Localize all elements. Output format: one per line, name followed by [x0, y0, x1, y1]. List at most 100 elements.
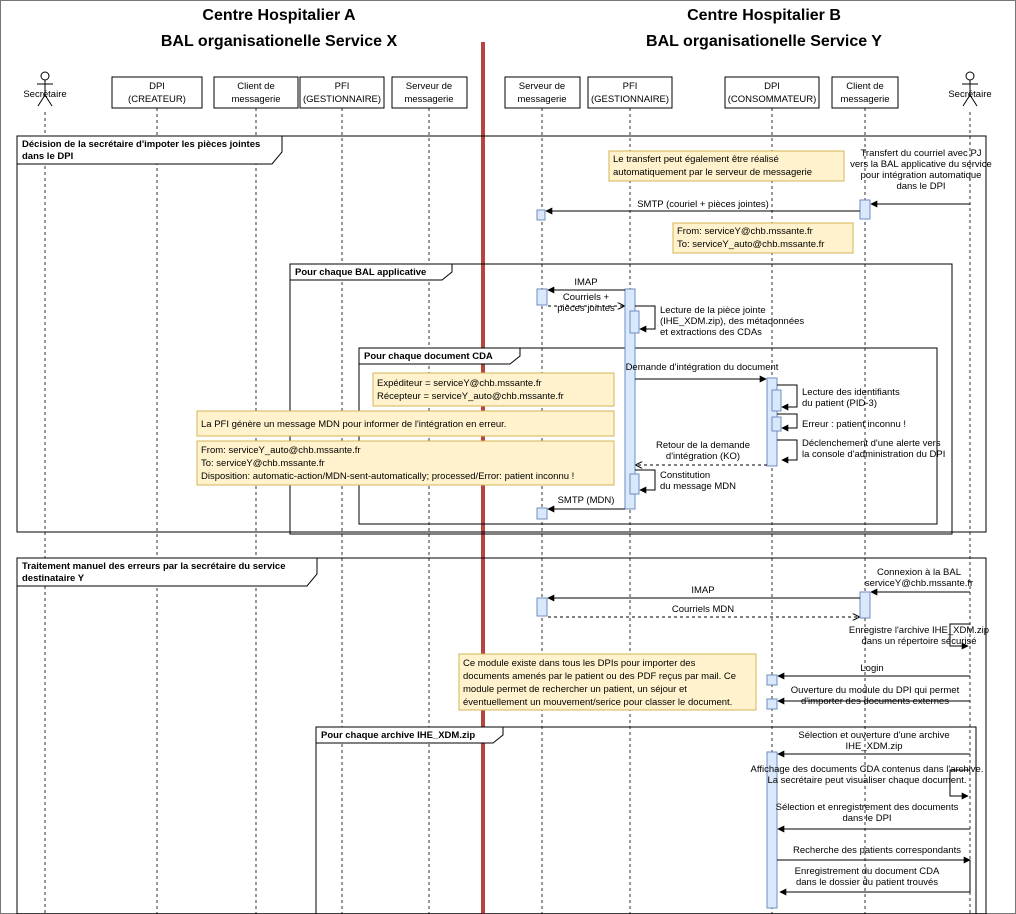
message-demande-label: Demande d'intégration du document — [626, 362, 779, 373]
message-courriels-mdn-label: Courriels MDN — [672, 604, 734, 615]
frames — [16, 135, 987, 914]
participant-client-messagerie-a: Client de messagerie — [213, 76, 299, 109]
participant-label: PFI — [623, 81, 638, 92]
self-message-arrow — [949, 623, 970, 650]
message-lecture-label: Lecture de la pièce jointe — [660, 305, 766, 316]
title-b-line2: BAL organisationelle Service Y — [646, 33, 882, 50]
frame-decision — [16, 135, 987, 533]
self-message-arrow — [635, 469, 656, 494]
frame-traitement-label: Traitement manuel des erreurs par la sec… — [22, 561, 286, 572]
participant-pfi-a: PFI (GESTIONNAIRE) — [299, 76, 385, 109]
self-message-arrow — [777, 384, 798, 411]
frame-decision-label: Décision de la secrétaire d'impoter les … — [22, 139, 260, 150]
message-recherche-label: Recherche des patients correspondants — [793, 845, 961, 856]
frame-cda-label: Pour chaque document CDA — [364, 351, 493, 362]
message-imap-label: IMAP — [574, 277, 597, 288]
stickman-icon — [37, 71, 53, 107]
message-imap-label: IMAP — [691, 585, 714, 596]
message-lecture-id-label: Lecture des identifiants — [802, 387, 900, 398]
message-enregistrement-cda-label: Enregistrement du document CDA — [795, 866, 940, 877]
self-message-arrow — [635, 305, 656, 333]
note-module: Ce module existe dans tous les DPIs pour… — [458, 653, 757, 711]
note-mdn: La PFI génère un message MDN pour inform… — [196, 410, 615, 437]
note-text: From: serviceY@chb.mssante.fr — [677, 226, 813, 237]
message-enregistre-label: dans un répertoire sécurisé — [861, 636, 976, 647]
message-login-label: Login — [860, 663, 883, 674]
message-smtp-mdn-label: SMTP (MDN) — [558, 495, 615, 506]
note-text: module permet de rechercher un patient, … — [463, 684, 687, 695]
message-courriels-label: Courriels + — [563, 292, 610, 303]
participant-label: Client de — [237, 81, 275, 92]
note-text: éventuellement un mouvement/serice pour … — [463, 697, 732, 708]
frame-decision-label: dans le DPI — [22, 151, 73, 162]
participant-serveur-messagerie-a: Serveur de messagerie — [391, 76, 468, 109]
message-alerte-label: Déclenchement d'une alerte vers — [802, 438, 941, 449]
message-label: dans le DPI — [896, 181, 945, 192]
message-selection-enr-label: dans le DPI — [842, 813, 891, 824]
actor-secretaire-a-label: Secrétaire — [23, 89, 66, 100]
message-erreur-label: Erreur : patient inconnu ! — [802, 419, 906, 430]
note-text: To: serviceY_auto@chb.mssante.fr — [677, 239, 824, 250]
participant-label: Serveur de — [406, 81, 452, 92]
message-lecture-id-label: du patient (PID-3) — [802, 398, 877, 409]
message-selection-label: IHE_XDM.zip — [845, 741, 902, 752]
frame-bal-label: Pour chaque BAL applicative — [295, 267, 426, 278]
message-affichage-label: Affichage des documents CDA contenus dan… — [751, 764, 984, 775]
note-expediteur: Expéditeur = serviceY@chb.mssante.fr Réc… — [372, 372, 615, 407]
participant-client-messagerie-b: Client de messagerie — [831, 76, 899, 109]
participant-label: Client de — [846, 81, 884, 92]
participant-label: messagerie — [231, 94, 280, 105]
frame-label-box — [289, 263, 453, 281]
participant-label: messagerie — [404, 94, 453, 105]
title-b-line1: Centre Hospitalier B — [687, 7, 841, 24]
self-message-arrow — [949, 769, 970, 800]
self-message-arrow — [777, 439, 798, 464]
note-text: From: serviceY_auto@chb.mssante.fr — [201, 445, 361, 456]
participant-pfi-b: PFI (GESTIONNAIRE) — [587, 76, 673, 109]
title-a-line1: Centre Hospitalier A — [202, 7, 356, 24]
frame-traitement-label: destinataire Y — [22, 573, 85, 584]
activation-bars — [536, 199, 871, 909]
frame-label-box — [16, 557, 318, 587]
note-text: Le transfert peut également être réalisé — [613, 154, 779, 165]
note-text: Disposition: automatic-action/MDN-sent-a… — [201, 471, 574, 482]
note-text: Expéditeur = serviceY@chb.mssante.fr — [377, 378, 542, 389]
note-from-to-1: From: serviceY@chb.mssante.fr To: servic… — [672, 222, 854, 254]
participant-label: (CREATEUR) — [128, 94, 186, 105]
note-text: La PFI génère un message MDN pour inform… — [201, 419, 506, 430]
message-transfert-label: Transfert du courriel avec PJ vers la BA… — [850, 148, 992, 192]
participant-label: Serveur de — [519, 81, 565, 92]
title-a-line2: BAL organisationelle Service X — [161, 33, 398, 50]
message-retour-label: Retour de la demande — [656, 440, 750, 451]
note-text: Ce module existe dans tous les DPIs pour… — [463, 658, 696, 669]
message-retour-label: d'intégration (KO) — [666, 451, 740, 462]
message-connexion-label: serviceY@chb.mssante.fr — [865, 578, 973, 589]
participant-label: (CONSOMMATEUR) — [728, 94, 816, 105]
frame-label-box — [358, 347, 521, 365]
note-text: To: serviceY@chb.mssante.fr — [201, 458, 325, 469]
message-constitution-label: du message MDN — [660, 481, 736, 492]
message-lecture-label: et extractions des CDAs — [660, 327, 762, 338]
message-courriels-label: pièces jointes — [557, 303, 615, 314]
message-arrow — [779, 860, 971, 896]
participant-serveur-messagerie-b: Serveur de messagerie — [504, 76, 581, 109]
note-text: automatiquement par le serveur de messag… — [613, 167, 812, 178]
message-alerte-label: la console d'administration du DPI — [802, 449, 945, 460]
message-label: vers la BAL applicative du service — [850, 159, 992, 170]
message-label: pour intégration automatique — [861, 170, 982, 181]
frame-label-box — [315, 726, 504, 744]
note-text: documents amenés par le patient ou des P… — [463, 671, 736, 682]
note-text: Récepteur = serviceY_auto@chb.mssante.fr — [377, 391, 564, 402]
message-selection-enr-label: Sélection et enregistrement des document… — [776, 802, 959, 813]
message-enregistre-label: Enregistre l'archive IHE_XDM.zip — [849, 625, 989, 636]
participant-label: DPI — [764, 81, 780, 92]
participant-label: DPI — [149, 81, 165, 92]
participant-label: messagerie — [840, 94, 889, 105]
participant-label: (GESTIONNAIRE) — [303, 94, 381, 105]
message-ouverture-label: d'importer des documents externes — [801, 696, 949, 707]
frame-archive — [315, 726, 977, 914]
message-affichage-label: La secrétaire peut visualiser chaque doc… — [767, 775, 966, 786]
note-transfert: Le transfert peut également être réalisé… — [608, 150, 845, 182]
frame-bal-applicative — [289, 263, 953, 535]
